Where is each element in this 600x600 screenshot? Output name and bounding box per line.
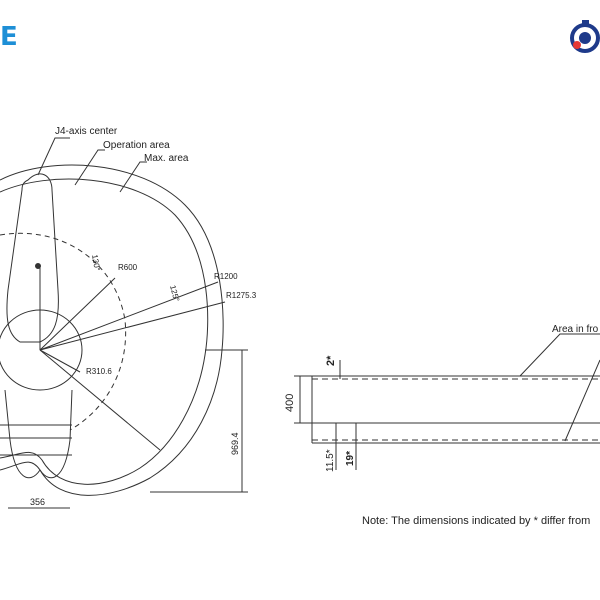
leader-area-front: [519, 333, 600, 377]
label-r1275: R1275.3: [226, 291, 257, 300]
lower-arm-shape: [4, 389, 73, 479]
radius-line-r600: [39, 277, 116, 351]
radius-line-r1275: [39, 301, 226, 351]
label-max-area: Max. area: [144, 153, 189, 164]
label-r310: R310.6: [86, 367, 112, 376]
leader-operation: [74, 149, 105, 186]
label-angle-upper: 130°: [90, 254, 102, 272]
dim-label-11-5: 11.5*: [325, 449, 336, 472]
label-r1200: R1200: [214, 272, 238, 281]
radius-line-r1200: [39, 281, 219, 351]
label-j4-axis-center: J4-axis center: [55, 126, 118, 137]
gear-robot-logo-icon: [570, 20, 600, 53]
operation-area-boundary: [0, 178, 209, 485]
dim-label-2: 2*: [325, 355, 337, 366]
leader-max: [119, 161, 147, 193]
lower-arm-inner: [0, 424, 72, 456]
leader-j4: [37, 137, 70, 176]
radius-line-r310: [39, 349, 81, 373]
arm-link: [6, 173, 59, 343]
label-r600: R600: [118, 263, 138, 272]
max-area-boundary: [0, 164, 224, 496]
dim-label-969: 969.4: [230, 432, 240, 455]
label-area-in-front: Area in fro: [552, 324, 599, 335]
radius-line-lower: [39, 349, 161, 451]
j4-center-dot: [35, 263, 41, 269]
leader-area-front-diag: [564, 359, 600, 442]
brand-logo-letter: E: [0, 22, 18, 52]
dim-label-356: 356: [30, 497, 45, 507]
dim-label-19: 19*: [345, 451, 356, 466]
r600-dashed-circle: [0, 232, 127, 431]
side-view-body: [311, 375, 600, 424]
dim-label-400: 400: [284, 394, 296, 412]
label-operation-area: Operation area: [103, 140, 170, 151]
label-angle-lower: 125°: [168, 284, 181, 302]
footnote: Note: The dimensions indicated by * diff…: [362, 515, 591, 527]
